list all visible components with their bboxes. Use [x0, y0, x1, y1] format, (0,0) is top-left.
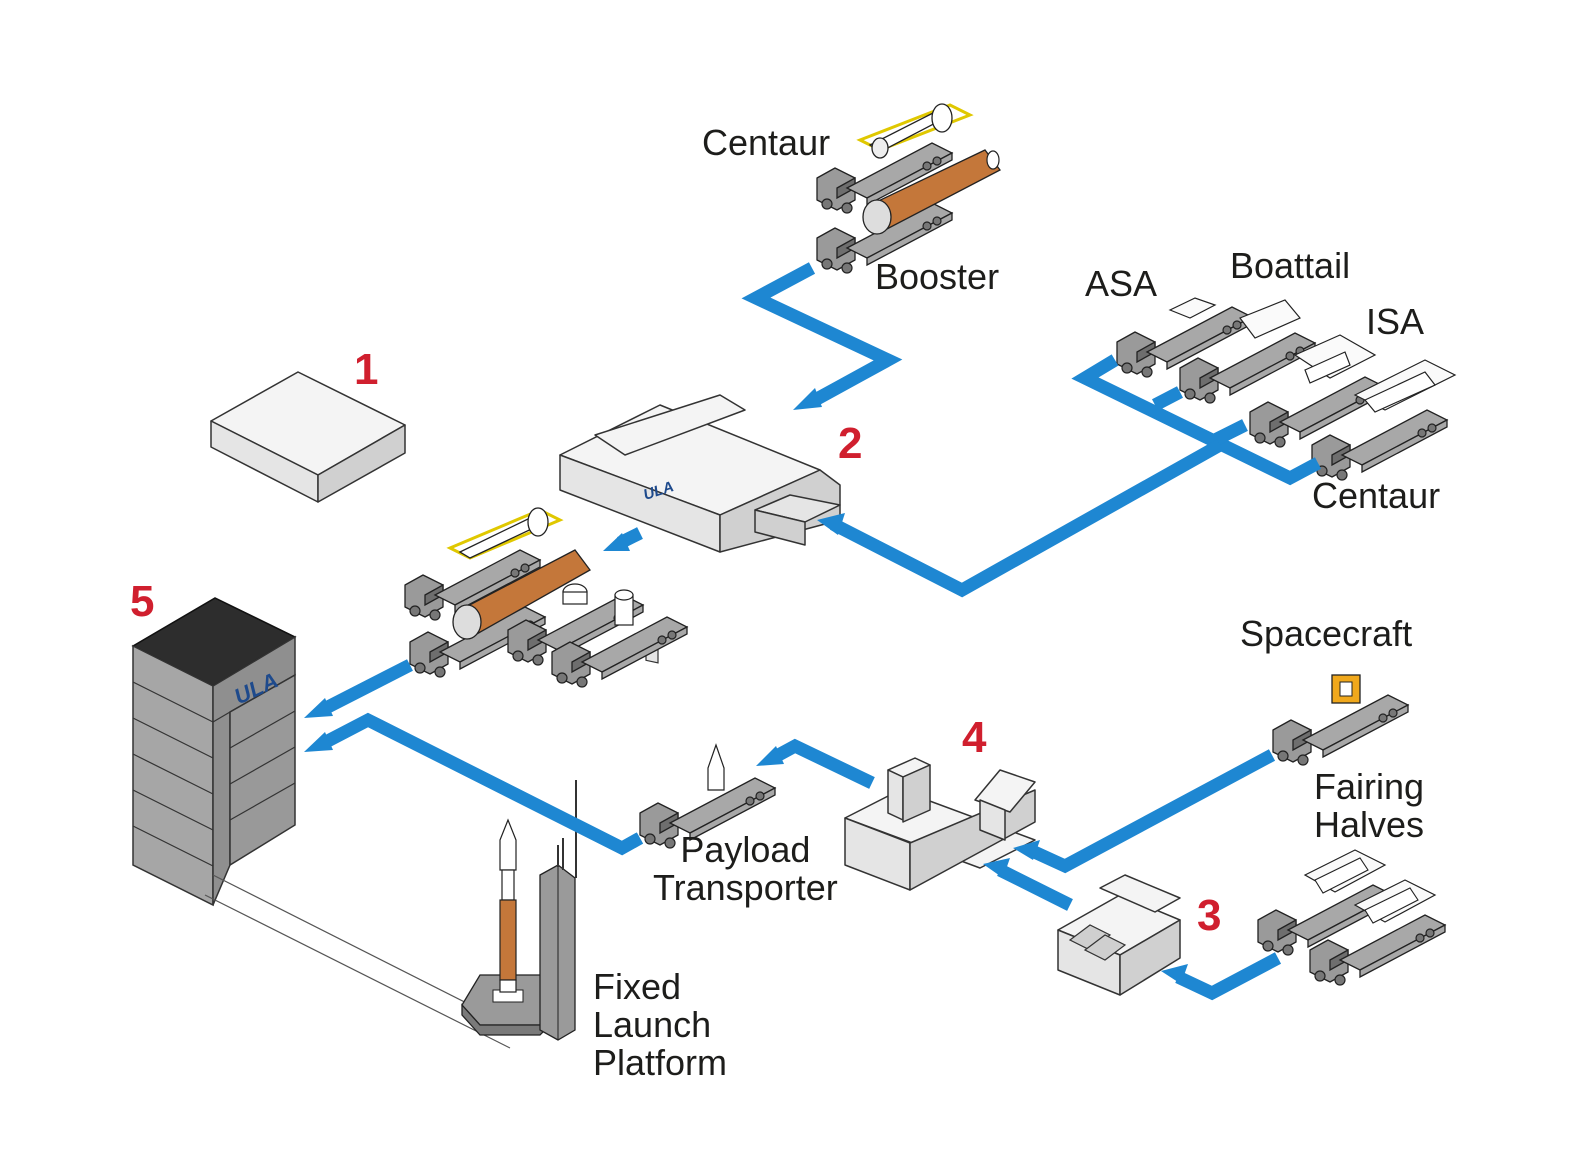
- truck-solid-motor-1: [507, 583, 644, 666]
- route-right-to-hangar: [830, 439, 1224, 598]
- truck-spacecraft: [1272, 674, 1409, 766]
- arrow-spacecraft-to-b4: [1013, 840, 1040, 860]
- label-fairing-halves: Fairing Halves: [1314, 766, 1425, 845]
- flow-routes: [304, 262, 1322, 1001]
- truck-boattail: [1179, 299, 1316, 404]
- arrow-to-hangar-right: [817, 513, 845, 535]
- building-5-tower: ULA: [131, 597, 297, 907]
- truck-asa: [1116, 297, 1253, 378]
- truck-isa: [1249, 334, 1386, 448]
- number-5: 5: [130, 577, 155, 626]
- number-4: 4: [962, 713, 987, 762]
- truck-solid-motor-2: [551, 589, 688, 688]
- label-fixed-launch-platform: Fixed Launch Platform: [593, 966, 728, 1083]
- truck-fairing-2: [1309, 879, 1446, 986]
- route-right-stub-1: [1152, 386, 1183, 411]
- route-staging-to-tower: [319, 659, 413, 716]
- arrow-hangar-to-staging: [603, 533, 630, 551]
- building-2-hangar: ULA: [559, 394, 841, 664]
- fixed-launch-platform: [461, 780, 577, 1041]
- label-isa: ISA: [1366, 301, 1425, 342]
- truck-fairing-1: [1257, 849, 1394, 956]
- label-boattail: Boattail: [1230, 245, 1351, 286]
- label-centaur-right: Centaur: [1312, 475, 1441, 516]
- label-spacecraft: Spacecraft: [1240, 613, 1413, 654]
- building-1: [210, 371, 406, 503]
- arrow-payload-to-tower: [304, 732, 333, 752]
- building-3: [1057, 874, 1181, 996]
- truck-payload-transporter: [639, 743, 776, 849]
- label-centaur-top: Centaur: [702, 122, 831, 163]
- truck-booster-top: [816, 149, 1001, 274]
- label-booster: Booster: [875, 256, 1000, 297]
- route-top-to-hangar: [741, 262, 903, 406]
- route-b4-to-payload: [769, 738, 875, 789]
- number-1: 1: [354, 345, 379, 394]
- route-right-branch: [1071, 354, 1322, 486]
- arrow-b3-to-b4: [983, 858, 1010, 878]
- truck-centaur-staging: [404, 507, 564, 621]
- label-payload-transporter: Payload Transporter: [653, 829, 838, 908]
- arrow-b4-to-payload: [756, 746, 784, 766]
- arrow-to-hangar-top: [793, 388, 822, 410]
- number-2: 2: [838, 419, 863, 468]
- arrow-staging-to-tower: [304, 698, 333, 718]
- label-asa: ASA: [1085, 263, 1158, 304]
- route-b3-to-b4: [997, 864, 1073, 911]
- arrow-fairing-to-b3: [1161, 964, 1188, 984]
- truck-centaur-right: [1311, 359, 1457, 481]
- route-fairing-to-b3: [1175, 952, 1282, 1001]
- route-spacecraft-to-b4: [1027, 749, 1276, 874]
- route-right-stub-2: [1212, 419, 1248, 446]
- truck-booster-staging: [409, 549, 591, 678]
- number-3: 3: [1197, 891, 1222, 940]
- truck-centaur-top: [816, 103, 974, 214]
- building-4: [844, 757, 1036, 891]
- route-payload-to-tower: [318, 712, 644, 856]
